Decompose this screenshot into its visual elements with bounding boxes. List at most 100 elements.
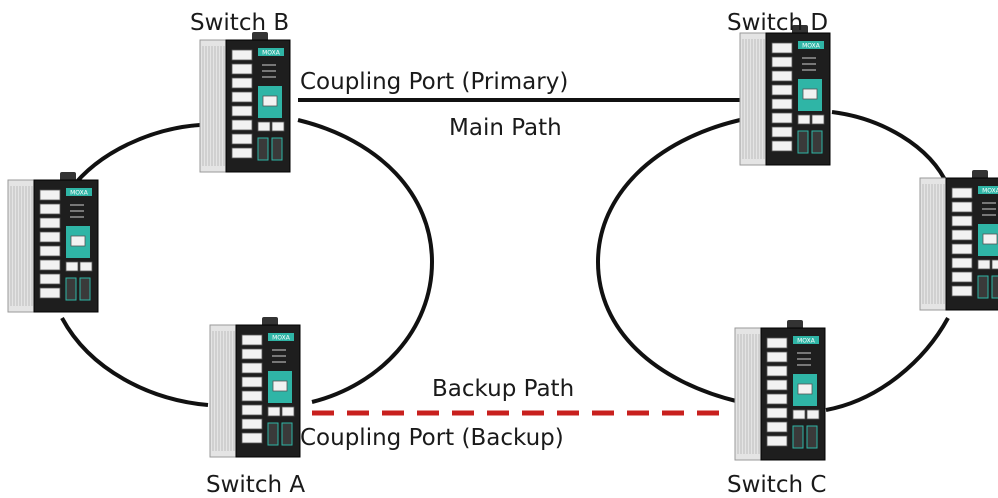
- status-led: [272, 361, 286, 363]
- rj45-port: [231, 91, 253, 103]
- rj45-port: [771, 126, 793, 138]
- rj45-port: [797, 114, 811, 125]
- brand-logo-text: MOXA: [797, 338, 816, 345]
- switch-right-device: MOXA: [919, 170, 998, 311]
- rj45-port: [241, 362, 263, 374]
- uplink-port: [797, 383, 813, 395]
- uplink-port: [982, 233, 998, 245]
- switch-c-label: Switch C: [727, 472, 827, 498]
- status-led: [797, 352, 811, 354]
- rj45-port: [766, 421, 788, 433]
- rj45-port: [39, 231, 61, 243]
- status-led: [797, 358, 811, 360]
- rj45-port: [39, 203, 61, 215]
- rj45-port: [771, 56, 793, 68]
- rj45-port: [771, 42, 793, 54]
- heatsink-body: [919, 177, 947, 311]
- rj45-port: [766, 407, 788, 419]
- rj45-port: [951, 271, 973, 283]
- status-led: [802, 57, 816, 59]
- brand-logo-text: MOXA: [802, 43, 821, 50]
- rj45-port: [951, 187, 973, 199]
- rj45-port: [766, 435, 788, 447]
- rj45-port: [241, 348, 263, 360]
- status-led: [272, 349, 286, 351]
- brand-strip: [66, 188, 92, 196]
- heatsink-body: [734, 327, 762, 461]
- rj45-port: [257, 121, 271, 132]
- right-ring-bottom-right-arc: [825, 317, 950, 412]
- heatsink-body: [209, 324, 237, 458]
- rj45-port: [271, 121, 285, 132]
- status-led: [982, 214, 996, 216]
- rj45-port: [766, 351, 788, 363]
- rj45-port: [267, 406, 281, 417]
- brand-logo-text: MOXA: [272, 335, 291, 342]
- status-led: [802, 69, 816, 71]
- brand-strip: [978, 186, 998, 194]
- left-ring-top-left-arc: [68, 123, 201, 192]
- status-led: [262, 70, 276, 72]
- rj45-port: [766, 337, 788, 349]
- status-led: [802, 63, 816, 65]
- rj45-port: [231, 77, 253, 89]
- rj45-port: [766, 365, 788, 377]
- sfp-slot: [281, 422, 293, 446]
- brand-logo-text: MOXA: [70, 190, 89, 197]
- switch-d-label: Switch D: [727, 10, 829, 36]
- rj45-port: [771, 98, 793, 110]
- rj45-port: [766, 379, 788, 391]
- rj45-port: [231, 119, 253, 131]
- sfp-slot: [257, 137, 269, 161]
- sfp-slot: [991, 275, 998, 299]
- rj45-port: [39, 287, 61, 299]
- right-ring-top-right-arc: [831, 110, 950, 187]
- left-ring-right-arc: [297, 118, 435, 404]
- rj45-port: [991, 259, 998, 270]
- status-led: [262, 76, 276, 78]
- heatsink-body: [7, 179, 35, 313]
- status-led: [272, 355, 286, 357]
- rj45-port: [281, 406, 295, 417]
- rj45-port: [241, 334, 263, 346]
- rj45-port: [951, 257, 973, 269]
- heatsink-body: [739, 32, 767, 166]
- rj45-port: [806, 409, 820, 420]
- rj45-port: [951, 243, 973, 255]
- heatsink-body: [199, 39, 227, 173]
- rj45-port: [39, 217, 61, 229]
- sfp-slot: [79, 277, 91, 301]
- status-led: [982, 202, 996, 204]
- switch-left-device: MOXA: [7, 172, 99, 313]
- rj45-port: [231, 147, 253, 159]
- sfp-slot: [811, 130, 823, 154]
- rj45-port: [241, 432, 263, 444]
- brand-logo-text: MOXA: [982, 188, 998, 195]
- rj45-port: [771, 84, 793, 96]
- brand-strip: [268, 333, 294, 341]
- coupling-port-backup-label: Coupling Port (Backup): [300, 425, 564, 451]
- rj45-port: [65, 261, 79, 272]
- rj45-port: [951, 285, 973, 297]
- rj45-port: [231, 105, 253, 117]
- rj45-port: [766, 393, 788, 405]
- main-path-label: Main Path: [449, 115, 562, 141]
- rj45-port: [39, 189, 61, 201]
- rj45-port: [79, 261, 93, 272]
- rj45-port: [771, 70, 793, 82]
- sfp-slot: [977, 275, 989, 299]
- sfp-slot: [797, 130, 809, 154]
- sfp-slot: [267, 422, 279, 446]
- uplink-port: [272, 380, 288, 392]
- rj45-port: [811, 114, 825, 125]
- brand-strip: [798, 41, 824, 49]
- rj45-port: [951, 229, 973, 241]
- rj45-port: [771, 112, 793, 124]
- rj45-port: [951, 215, 973, 227]
- brand-strip: [258, 48, 284, 56]
- switch-c-device: MOXA: [734, 320, 826, 461]
- rj45-port: [241, 390, 263, 402]
- sfp-slot: [271, 137, 283, 161]
- rj45-port: [241, 376, 263, 388]
- switch-b-device: MOXA: [199, 32, 291, 173]
